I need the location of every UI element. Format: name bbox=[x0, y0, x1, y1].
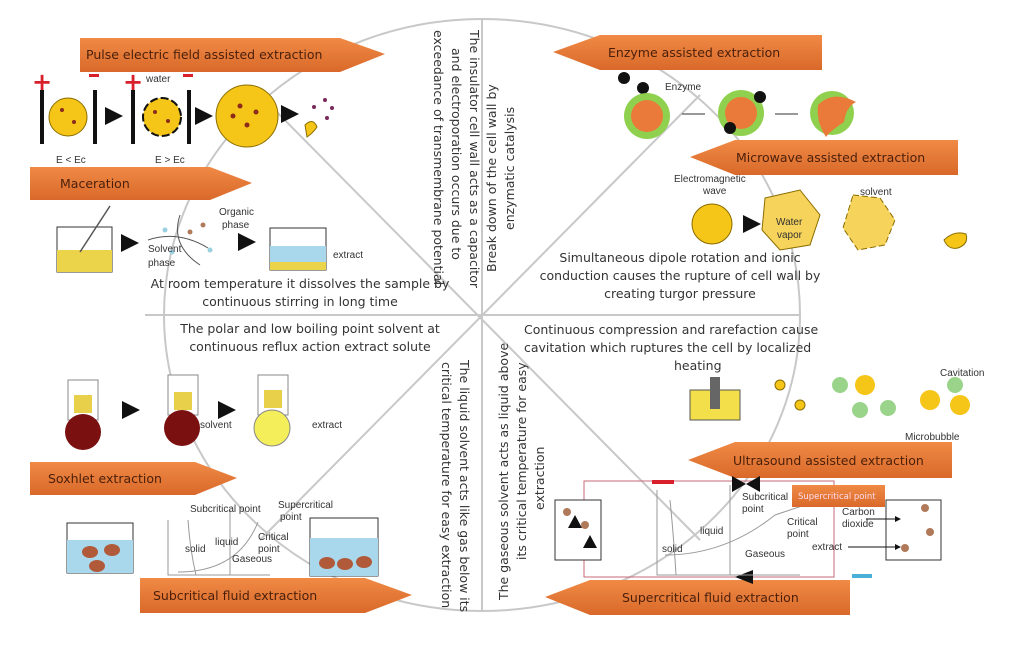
svg-text:Cavitation: Cavitation bbox=[940, 368, 984, 379]
svg-text:Microwave assisted extraction: Microwave assisted extraction bbox=[736, 150, 925, 165]
svg-text:its critical temperature for e: its critical temperature for easy bbox=[514, 362, 529, 560]
svg-text:continuous reflux action extra: continuous reflux action extract solute bbox=[189, 339, 431, 354]
svg-text:Continuous compression and rar: Continuous compression and rarefaction c… bbox=[524, 322, 818, 337]
svg-text:Electromagnetic: Electromagnetic bbox=[674, 174, 746, 185]
soxhlet-illustration: solvent extract bbox=[65, 374, 342, 450]
maceration-illustration: Organic phase Solvent phase extract bbox=[56, 205, 363, 273]
svg-text:The polar and low boiling poin: The polar and low boiling point solvent … bbox=[179, 321, 440, 336]
ultrasound-illustration: Cavitation Microbubble bbox=[689, 368, 984, 443]
svg-text:phase: phase bbox=[222, 220, 250, 231]
svg-text:Critical: Critical bbox=[787, 517, 818, 528]
svg-text:solvent: solvent bbox=[860, 187, 892, 198]
label-e-gt: E > Ec bbox=[155, 155, 185, 166]
svg-text:extract: extract bbox=[812, 542, 842, 553]
supercritical-point-box: Supercritical point bbox=[792, 485, 885, 507]
svg-text:dioxide: dioxide bbox=[842, 519, 874, 530]
svg-text:Subcritical point: Subcritical point bbox=[190, 504, 261, 515]
svg-text:Soxhlet extraction: Soxhlet extraction bbox=[48, 471, 162, 486]
label-extract: extract bbox=[333, 250, 363, 261]
svg-text:Break down of the cell wall by: Break down of the cell wall by bbox=[484, 84, 499, 272]
svg-text:Critical: Critical bbox=[258, 532, 289, 543]
svg-text:extraction: extraction bbox=[532, 447, 547, 510]
svg-text:Maceration: Maceration bbox=[60, 176, 130, 191]
svg-text:wave: wave bbox=[702, 186, 727, 197]
central-wheel bbox=[145, 18, 801, 612]
svg-text:cavitation which ruptures the: cavitation which ruptures the cell by lo… bbox=[524, 340, 811, 355]
svg-text:point: point bbox=[787, 529, 809, 540]
svg-text:Water: Water bbox=[776, 217, 803, 228]
pef-description: The insulator cell wall acts as a capaci… bbox=[431, 29, 482, 289]
maceration-description: At room temperature it dissolves the sam… bbox=[151, 276, 450, 309]
label-organic: Organic bbox=[219, 207, 254, 218]
subcritical-description: The liquid solvent acts like gas below i… bbox=[439, 359, 472, 612]
svg-text:point: point bbox=[258, 544, 280, 555]
banner-ultrasound: Ultrasound assisted extraction bbox=[688, 442, 952, 478]
soxhlet-description: The polar and low boiling point solvent … bbox=[179, 321, 440, 354]
banner-pef: Pulse electric field assisted extraction bbox=[80, 38, 385, 72]
svg-text:The liquid solvent acts like g: The liquid solvent acts like gas below i… bbox=[457, 359, 472, 612]
svg-text:solvent: solvent bbox=[200, 420, 232, 431]
svg-text:conduction causes the rupture: conduction causes the rupture of cell wa… bbox=[540, 268, 821, 283]
svg-text:and electroporation occurs due: and electroporation occurs due to bbox=[449, 48, 464, 260]
svg-text:Enzyme assisted extraction: Enzyme assisted extraction bbox=[608, 45, 780, 60]
svg-text:extract: extract bbox=[312, 420, 342, 431]
banner-subcritical: Subcritical fluid extraction bbox=[140, 578, 412, 613]
svg-text:Subcritical fluid extraction: Subcritical fluid extraction bbox=[153, 588, 317, 603]
svg-text:The gaseous solvent acts as li: The gaseous solvent acts as liquid above bbox=[496, 343, 511, 601]
microwave-description: Simultaneous dipole rotation and ionic c… bbox=[540, 250, 821, 301]
label-water: water bbox=[145, 74, 171, 85]
svg-text:liquid: liquid bbox=[700, 526, 723, 537]
svg-text:Ultrasound assisted extraction: Ultrasound assisted extraction bbox=[733, 453, 924, 468]
banner-supercritical: Supercritical fluid extraction bbox=[545, 580, 850, 615]
svg-text:+: + bbox=[32, 68, 52, 96]
enzyme-description: Break down of the cell wall by enzymatic… bbox=[484, 84, 517, 272]
label-e-lt: E < Ec bbox=[56, 155, 86, 166]
svg-text:+: + bbox=[123, 68, 143, 96]
svg-text:point: point bbox=[742, 504, 764, 515]
svg-text:Subcritical: Subcritical bbox=[742, 492, 788, 503]
svg-text:phase: phase bbox=[148, 258, 176, 269]
banner-soxhlet: Soxhlet extraction bbox=[30, 462, 237, 495]
supercritical-description: The gaseous solvent acts as liquid above… bbox=[496, 343, 547, 601]
svg-text:heating: heating bbox=[674, 358, 722, 373]
svg-text:Supercritical point: Supercritical point bbox=[798, 492, 876, 502]
svg-text:continuous stirring in long ti: continuous stirring in long time bbox=[202, 294, 398, 309]
svg-text:Enzyme: Enzyme bbox=[665, 82, 702, 93]
enzyme-illustration: Enzyme bbox=[618, 72, 856, 139]
svg-text:At room temperature it dissolv: At room temperature it dissolves the sam… bbox=[151, 276, 450, 291]
svg-text:point: point bbox=[280, 512, 302, 523]
svg-text:creating turgor pressure: creating turgor pressure bbox=[604, 286, 756, 301]
svg-text:Microbubble: Microbubble bbox=[905, 432, 960, 443]
svg-text:liquid: liquid bbox=[215, 537, 238, 548]
ultrasound-description: Continuous compression and rarefaction c… bbox=[524, 322, 818, 373]
supercritical-illustration: Subcritical point liquid solid Critical … bbox=[554, 476, 942, 584]
svg-text:Simultaneous dipole rotation a: Simultaneous dipole rotation and ionic bbox=[559, 250, 800, 265]
svg-text:vapor: vapor bbox=[777, 230, 803, 241]
banner-maceration: Maceration bbox=[30, 167, 252, 200]
svg-text:The insulator cell wall acts a: The insulator cell wall acts as a capaci… bbox=[467, 29, 482, 289]
svg-text:enzymatic catalysis: enzymatic catalysis bbox=[502, 107, 517, 230]
pef-illustration: + + water E < Ec E > Ec bbox=[32, 68, 334, 166]
banner-microwave: Microwave assisted extraction bbox=[690, 140, 958, 175]
svg-text:Pulse electric field assisted: Pulse electric field assisted extraction bbox=[86, 47, 322, 62]
microwave-illustration: Electromagnetic wave Water vapor solvent bbox=[674, 174, 968, 251]
svg-text:exceedance of transmembrane po: exceedance of transmembrane potential bbox=[431, 30, 446, 285]
svg-text:solid: solid bbox=[662, 544, 683, 555]
svg-text:Supercritical fluid extraction: Supercritical fluid extraction bbox=[622, 590, 799, 605]
svg-text:Gaseous: Gaseous bbox=[232, 554, 272, 565]
subcritical-illustration: Subcritical point Supercritical point li… bbox=[66, 500, 379, 577]
svg-text:Gaseous: Gaseous bbox=[745, 549, 785, 560]
svg-text:Carbon: Carbon bbox=[842, 507, 875, 518]
ultrasound-probe bbox=[710, 377, 720, 409]
banner-enzyme: Enzyme assisted extraction bbox=[553, 35, 822, 70]
svg-text:Supercritical: Supercritical bbox=[278, 500, 333, 511]
label-solvent-phase: Solvent bbox=[148, 244, 182, 255]
svg-text:critical temperature for easy: critical temperature for easy extraction bbox=[439, 362, 454, 608]
svg-text:solid: solid bbox=[185, 544, 206, 555]
